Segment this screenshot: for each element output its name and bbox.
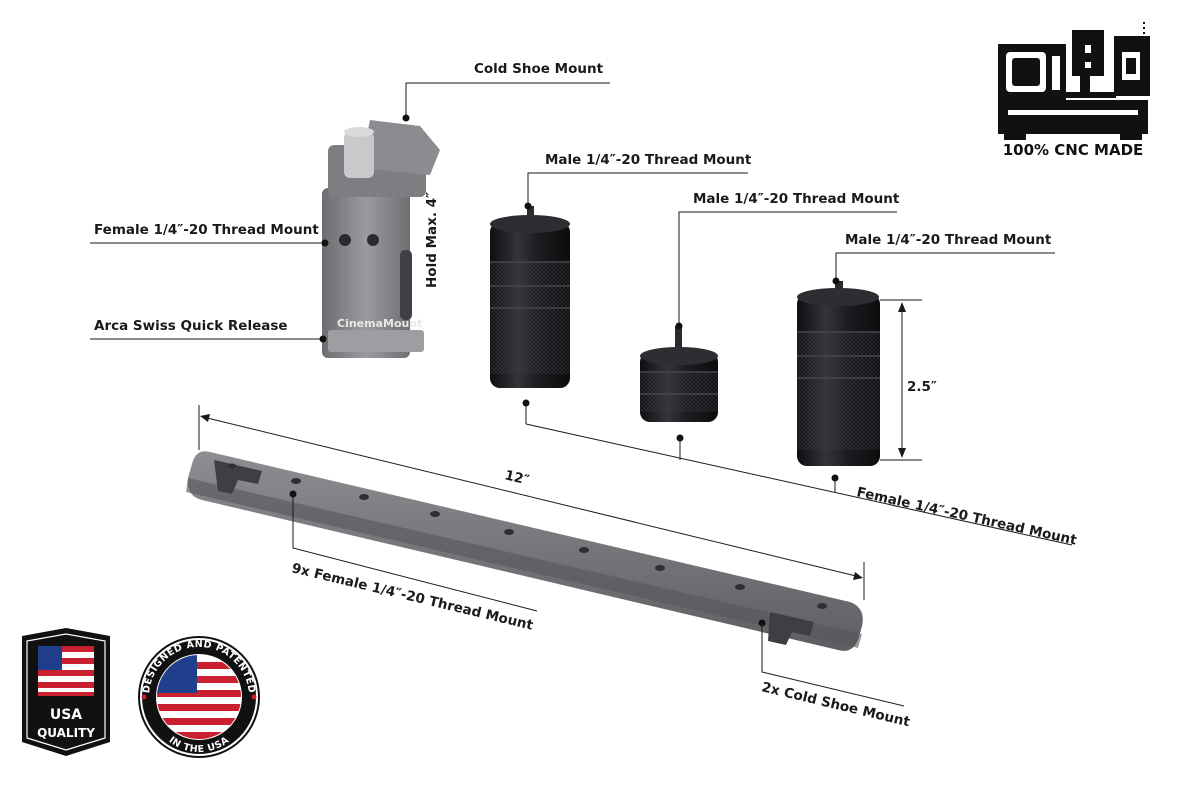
callout-male-thread-2: Male 1/4″-20 Thread Mount <box>675 191 900 330</box>
callout-arca-swiss: Arca Swiss Quick Release <box>90 318 327 343</box>
callout-female-thread-left: Female 1/4″-20 Thread Mount <box>90 222 329 247</box>
label-male-thread-mount-2: Male 1/4″-20 Thread Mount <box>693 191 900 207</box>
usa-quality-badge: USA QUALITY <box>22 628 110 756</box>
label-female-thread-mount: Female 1/4″-20 Thread Mount <box>94 222 319 238</box>
label-male-thread-mount-1: Male 1/4″-20 Thread Mount <box>545 152 752 168</box>
label-cold-shoe-mount: Cold Shoe Mount <box>474 61 604 77</box>
us-flag-icon <box>38 646 94 696</box>
cnc-badge: 100% CNC MADE <box>998 22 1150 159</box>
short-puck-mount <box>640 326 718 422</box>
callout-male-thread-1: Male 1/4″-20 Thread Mount <box>524 152 752 210</box>
label-arca-swiss: Arca Swiss Quick Release <box>94 318 288 334</box>
callout-male-thread-3: Male 1/4″-20 Thread Mount <box>832 232 1055 285</box>
usa-badge-line2: QUALITY <box>37 726 95 740</box>
length-dimension: 12″ <box>198 405 865 600</box>
rail-plate <box>186 451 863 651</box>
clamp-brand-text: CinemaMount <box>337 317 422 330</box>
label-hold-max: Hold Max. 4″ <box>424 192 440 288</box>
designed-patented-seal: DESIGNED AND PATENTED IN THE USA <box>138 636 260 758</box>
label-female-thread-mount-bottom: Female 1/4″-20 Thread Mount <box>855 484 1078 548</box>
us-flag-seal-icon <box>157 655 241 739</box>
cnc-machine-icon <box>998 22 1150 140</box>
tall-cylinder-left <box>490 206 570 388</box>
height-dimension: 2.5″ <box>880 299 937 461</box>
label-nine-female-mounts: 9x Female 1/4″-20 Thread Mount <box>290 560 535 633</box>
tall-cylinder-right <box>797 281 880 466</box>
cnc-badge-label: 100% CNC MADE <box>1003 141 1144 159</box>
callout-cold-shoe: Cold Shoe Mount <box>402 61 610 122</box>
usa-badge-line1: USA <box>50 707 82 723</box>
label-length-dimension: 12″ <box>503 467 531 488</box>
label-two-cold-shoe: 2x Cold Shoe Mount <box>760 679 912 730</box>
label-male-thread-mount-3: Male 1/4″-20 Thread Mount <box>845 232 1052 248</box>
label-height-dimension: 2.5″ <box>907 379 937 395</box>
clamp-mount: CinemaMount <box>322 120 440 358</box>
